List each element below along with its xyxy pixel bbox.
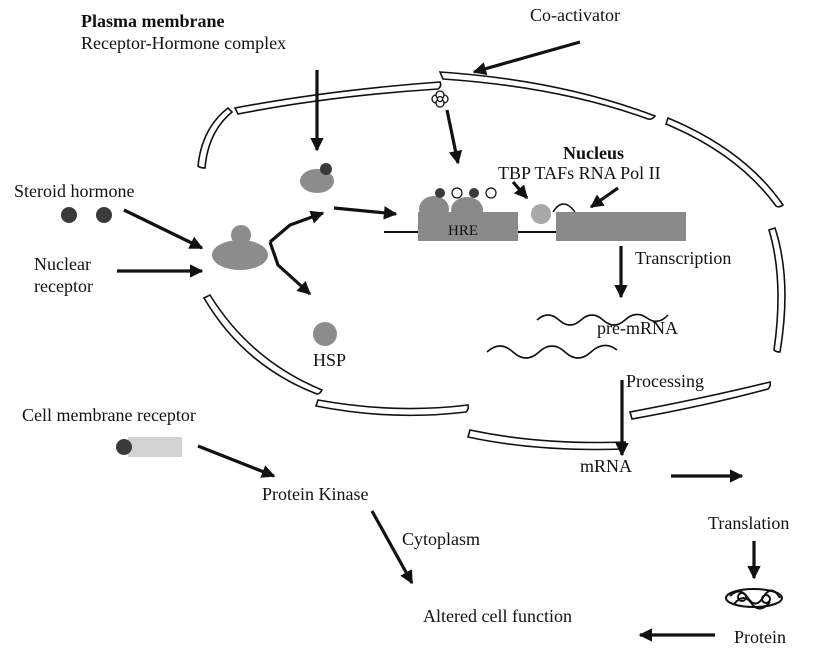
membrane-segment-bottom [314,399,470,417]
label-translation: Translation [708,513,789,533]
label-tbp-tafs-rnapol: TBP TAFs RNA Pol II [498,163,661,183]
plasma-membrane [197,71,786,451]
arrow-complex-to-hre [333,206,398,220]
labels: Plasma membrane Receptor-Hormone complex… [14,5,789,647]
membrane-segment-right-upper [665,116,785,208]
label-altered-cell-function: Altered cell function [423,606,572,626]
label-steroid-hormone: Steroid hormone [14,181,134,201]
protein-symbol [725,588,783,610]
label-protein: Protein [734,627,786,647]
label-nuclear-receptor-1: Nuclear [34,254,91,274]
membrane-segment-top-right [438,71,657,120]
label-mrna: mRNA [580,456,632,476]
arrow-coactivator-to-dna [445,109,463,165]
arrow-coactivator [472,40,581,76]
membrane-segment-top [233,81,442,115]
arrow-receptor-to-kinase [197,444,276,478]
arrow-receptor-to-complex [268,210,325,244]
cell-membrane-receptor [116,437,182,457]
arrow-kinase-to-function [370,510,414,585]
arrow-steroid-to-receptor [123,208,204,250]
label-nuclear-receptor-2: receptor [34,276,93,296]
receptor-hormone-complex [300,163,334,193]
label-nucleus: Nucleus [563,143,624,163]
label-transcription: Transcription [635,248,731,268]
rna-pol-loop [552,203,576,213]
label-hsp: HSP [313,350,346,370]
membrane-segment-right [768,226,786,353]
membrane-segment-bottom-right [466,429,627,451]
arrow-pol-ii [589,186,619,209]
label-cell-membrane-receptor: Cell membrane receptor [22,405,196,425]
label-pre-mrna: pre-mRNA [597,318,678,338]
membrane-segment-upper-left [197,106,234,169]
dna-region [384,187,686,241]
label-plasma-membrane: Plasma membrane [81,11,224,31]
membrane-segment-right-lower [628,381,772,420]
steroid-hormone-molecules [61,207,112,223]
coactivator-symbol [431,90,449,108]
hsp-molecule [313,322,337,346]
label-hre: HRE [448,223,478,239]
arrow-receptor-to-hsp [268,241,312,296]
label-receptor-hormone-complex: Receptor-Hormone complex [81,33,286,53]
tbp-molecule [531,204,551,224]
label-co-activator: Co-activator [530,5,620,25]
label-cytoplasm: Cytoplasm [402,529,480,549]
label-protein-kinase: Protein Kinase [262,484,368,504]
nuclear-receptor-shape [212,225,268,270]
label-processing: Processing [626,371,704,391]
membrane-segment-lower-left [202,293,324,395]
gene-block [556,212,686,241]
arrow-to-tbp [511,180,529,200]
pre-mrna-strands [486,313,669,359]
arrows [117,40,761,642]
